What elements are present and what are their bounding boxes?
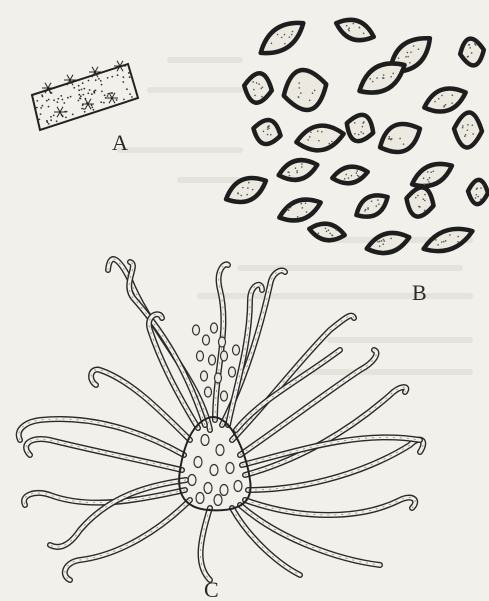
rod-dot xyxy=(63,102,65,104)
rod-dot xyxy=(128,72,130,74)
rod-dot xyxy=(83,108,85,110)
free-cell xyxy=(215,373,222,383)
rod-dot xyxy=(81,108,83,110)
free-cell xyxy=(193,325,200,335)
rod-dot xyxy=(111,76,113,78)
rod-dot xyxy=(91,104,93,106)
rod-dot xyxy=(100,80,102,82)
rod-dot xyxy=(83,88,85,90)
rod-dot xyxy=(122,81,124,83)
rod-dot xyxy=(48,123,50,125)
rod-dot xyxy=(101,91,103,93)
rod-dot xyxy=(131,96,133,98)
free-cell xyxy=(201,371,208,381)
rod-dot xyxy=(39,119,41,121)
rod-dot xyxy=(42,96,44,98)
rod-dot xyxy=(79,97,81,99)
rod-dot xyxy=(70,96,72,98)
rod-dot xyxy=(101,84,103,86)
rod-dot xyxy=(80,95,82,97)
rod-dot xyxy=(67,97,69,99)
rod-dot xyxy=(78,100,80,102)
rod-dot xyxy=(56,120,58,122)
rod-dot xyxy=(82,104,84,106)
free-cell xyxy=(211,323,218,333)
rod-dot xyxy=(48,99,50,101)
rod-dot xyxy=(110,92,112,94)
rod-dot xyxy=(129,76,131,78)
rod-dot xyxy=(100,101,102,103)
rod-dot xyxy=(42,105,44,107)
rod-dot xyxy=(48,106,50,108)
rod-dot xyxy=(103,102,105,104)
rod-dot xyxy=(123,99,125,101)
rod-dot xyxy=(82,82,84,84)
rod-dot xyxy=(36,100,38,102)
rod-dot xyxy=(60,95,62,97)
rod-dot xyxy=(46,120,48,122)
free-cell xyxy=(233,345,240,355)
rod-dot xyxy=(57,101,59,103)
rod-dot xyxy=(81,89,83,91)
rod-dot xyxy=(36,107,38,109)
rod-dot xyxy=(46,100,48,102)
rod-dot xyxy=(72,114,74,116)
free-cell xyxy=(229,367,236,377)
rod-dot xyxy=(94,92,96,94)
rod-dot xyxy=(78,89,80,91)
rod-dot xyxy=(89,89,91,91)
panel-label-a: A xyxy=(112,130,128,155)
rod-dot xyxy=(93,109,95,111)
rod-dot xyxy=(65,117,67,119)
free-cell xyxy=(221,391,228,401)
rod-dot xyxy=(123,76,125,78)
rod-dot xyxy=(40,113,42,115)
free-cell xyxy=(205,387,212,397)
rod-dot xyxy=(107,77,109,79)
panel-label-c: C xyxy=(204,577,219,601)
panel-label-b: B xyxy=(412,280,427,305)
rod-dot xyxy=(91,93,93,95)
rod-dot xyxy=(78,85,80,87)
rod-dot xyxy=(73,87,75,89)
rod-dot xyxy=(88,80,90,82)
rod-dot xyxy=(57,98,59,100)
rod-dot xyxy=(116,99,118,101)
rod-dot xyxy=(87,92,89,94)
free-cell xyxy=(221,351,228,361)
rod-dot xyxy=(53,115,55,117)
free-cell xyxy=(203,335,210,345)
rod-dot xyxy=(50,116,52,118)
rod-dot xyxy=(84,111,86,113)
rod-dot xyxy=(117,74,119,76)
rod-dot xyxy=(40,107,42,109)
rod-dot xyxy=(82,94,84,96)
rod-dot xyxy=(78,94,80,96)
free-cell xyxy=(209,355,216,365)
rod-dot xyxy=(98,78,100,80)
rod-dot xyxy=(62,99,64,101)
rod-dot xyxy=(104,94,106,96)
rod-dot xyxy=(50,119,52,121)
free-cell xyxy=(197,351,204,361)
rod-dot xyxy=(53,99,55,101)
rod-dot xyxy=(95,79,97,81)
rod-dot xyxy=(95,90,97,92)
rod-dot xyxy=(126,88,128,90)
free-cell xyxy=(219,337,226,347)
rod-dot xyxy=(91,107,93,109)
rod-dot xyxy=(107,95,109,97)
rod-dot xyxy=(129,93,131,95)
